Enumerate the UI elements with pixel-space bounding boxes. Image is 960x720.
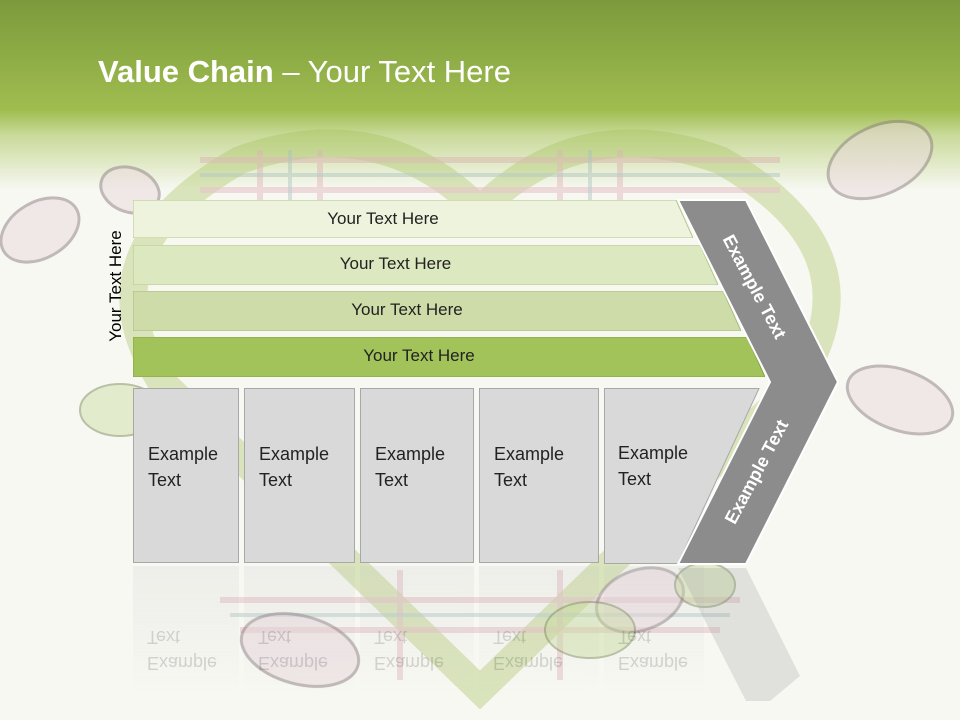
column-3: Example Text (360, 388, 474, 563)
butterfly-icon (0, 119, 955, 688)
column-1: Example Text (133, 388, 239, 563)
column-reflection: Example Text (360, 566, 474, 696)
margin-chevron (676, 199, 840, 701)
column-label: Example Text (259, 444, 330, 490)
band-label: Your Text Here (327, 209, 439, 228)
side-label: Your Text Here (106, 230, 125, 342)
header-bar (0, 0, 960, 190)
column-reflection: Example Text (133, 566, 239, 696)
column-label: Example Text (148, 444, 219, 490)
column-5: Example Text (604, 388, 704, 563)
band-label: Your Text Here (351, 300, 463, 319)
column-reflection: Example Text (244, 566, 355, 696)
column-2: Example Text (244, 388, 355, 563)
band-label: Your Text Here (339, 254, 452, 273)
column-reflection: Example Text (479, 566, 599, 696)
band-label: Your Text Here (363, 346, 475, 365)
band-3: Your Text Here (133, 291, 741, 331)
column-4: Example Text (479, 388, 599, 563)
column-label: Example Text (375, 444, 446, 490)
band-1: Your Text Here (133, 200, 693, 238)
column-label: Example Text (494, 444, 565, 490)
band-4: Your Text Here (133, 337, 765, 377)
band-2: Your Text Here (133, 245, 718, 285)
column-label: Example Text (618, 443, 689, 489)
page-title: Value Chain – Your Text Here (98, 54, 511, 89)
